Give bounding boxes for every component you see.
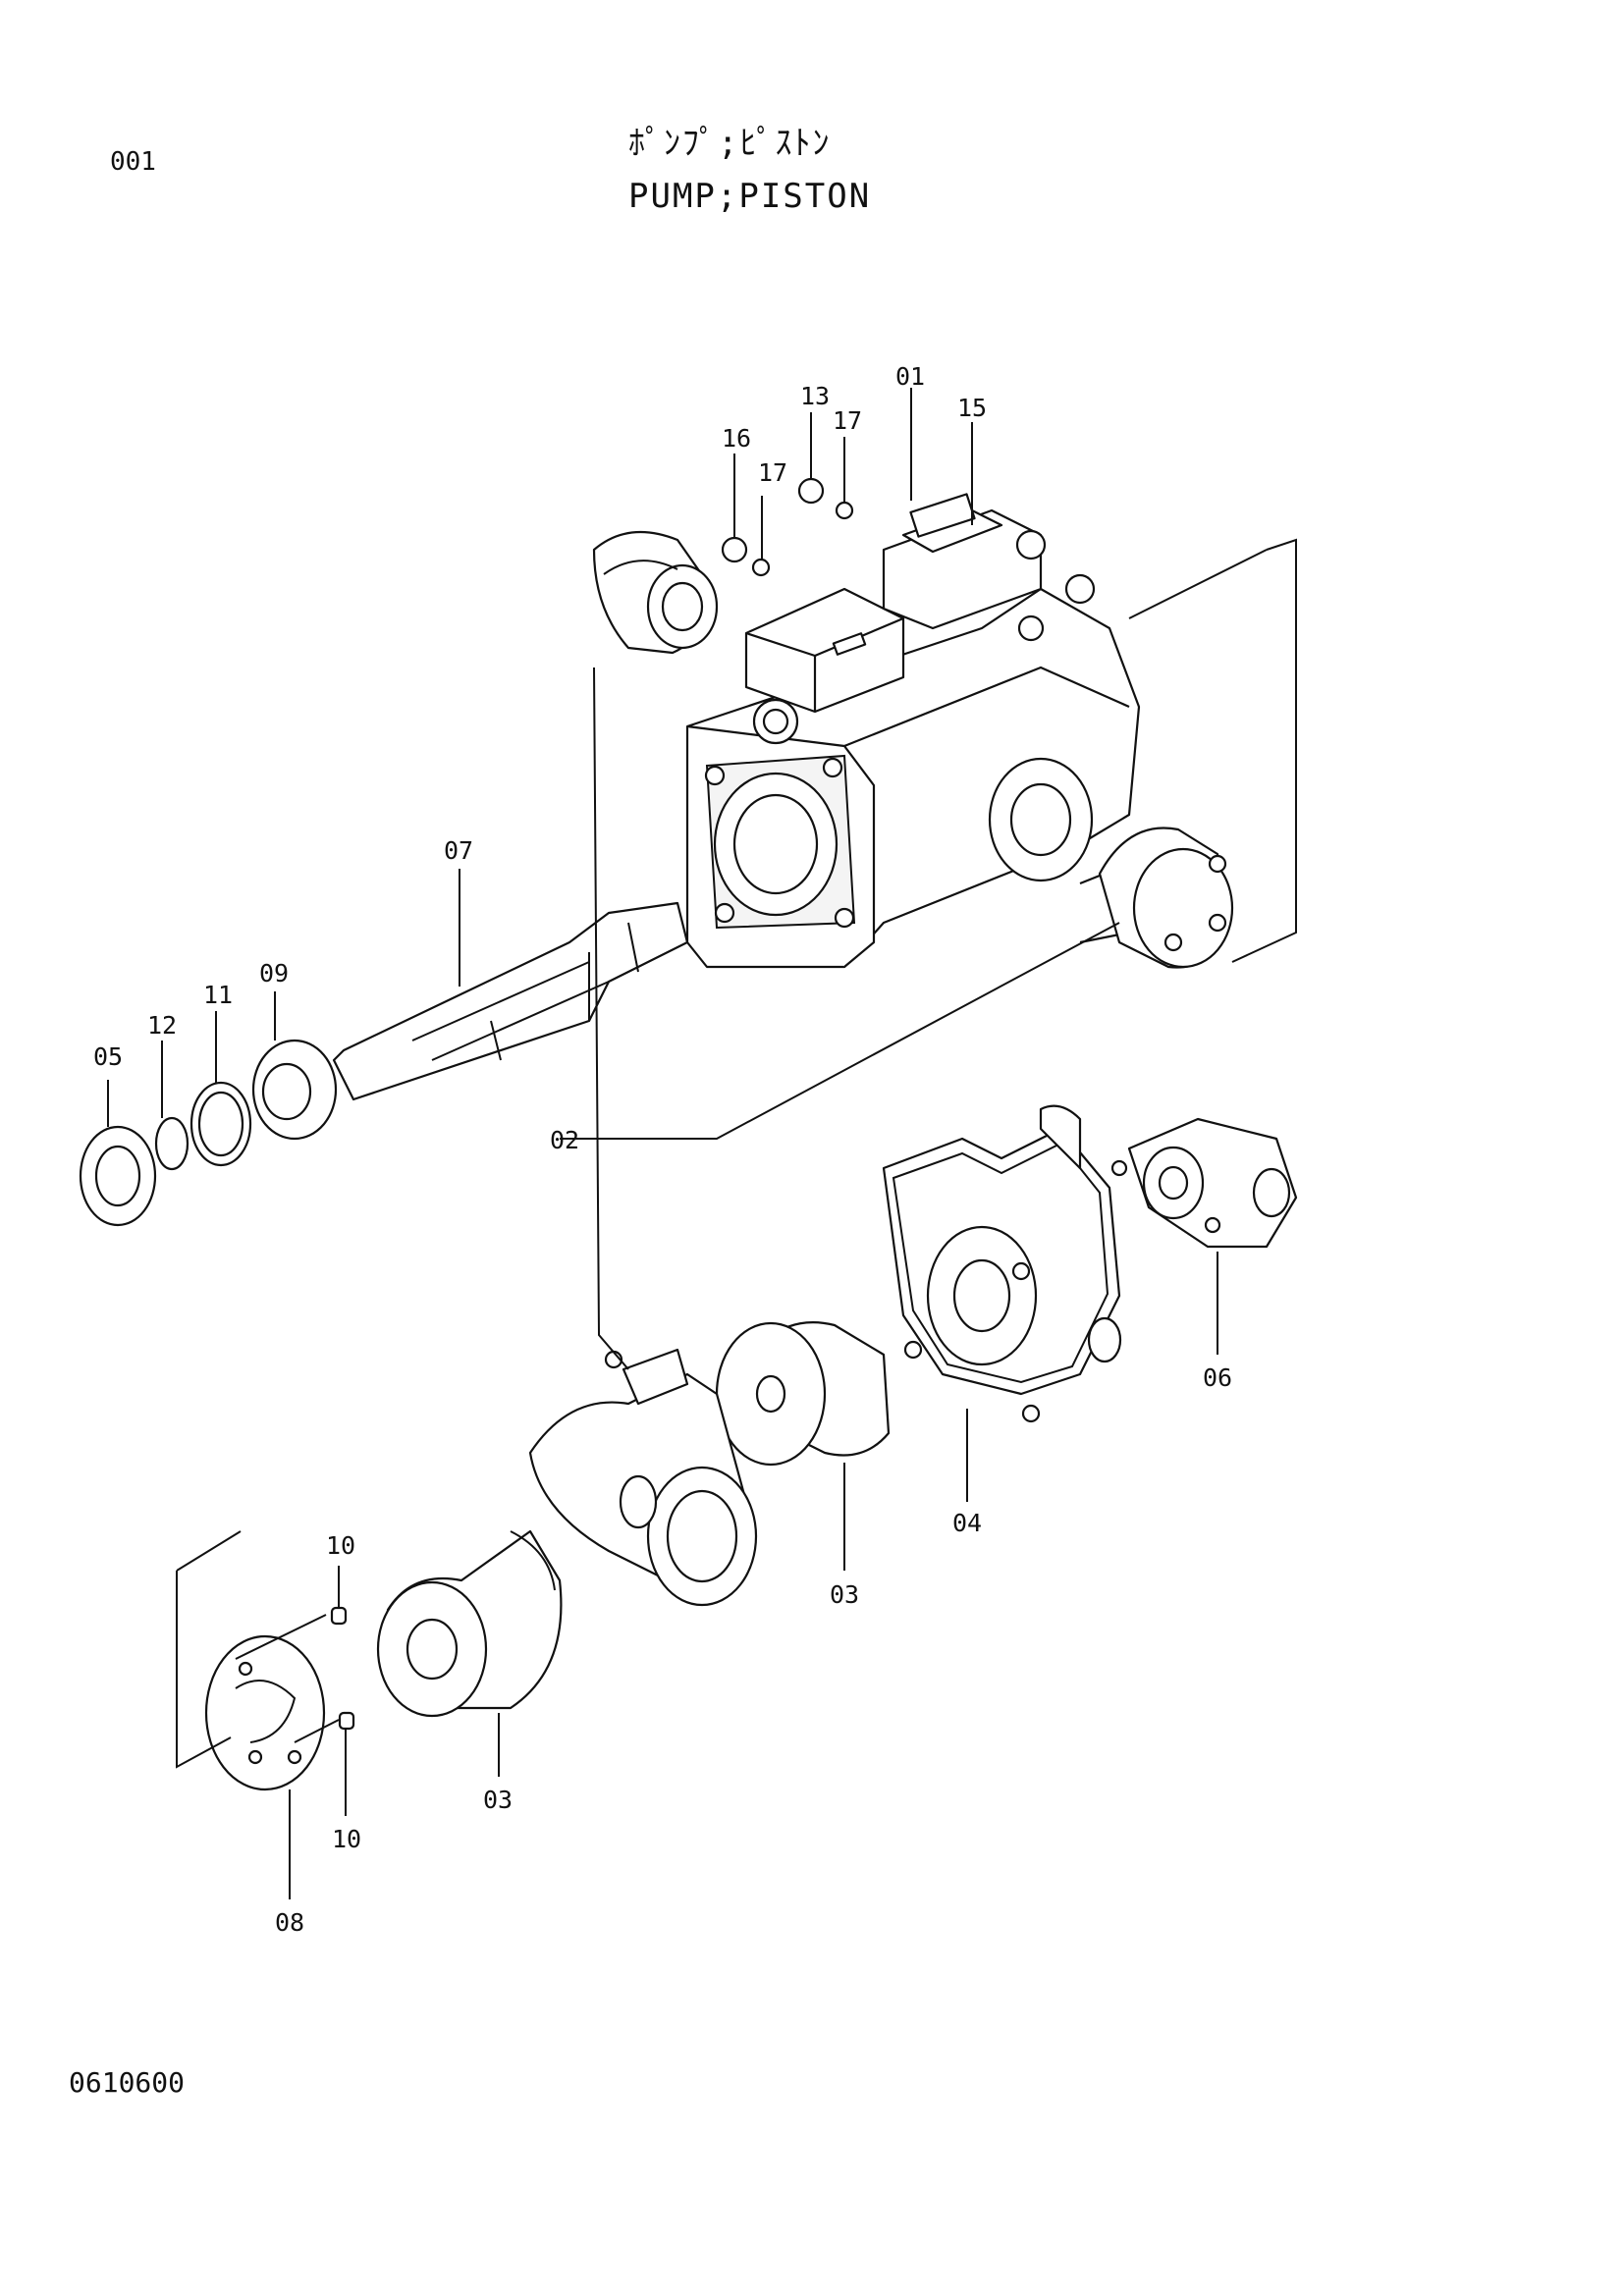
title-english: PUMP;PISTON bbox=[628, 177, 872, 216]
gear-pump bbox=[1110, 1117, 1298, 1249]
snap-ring bbox=[154, 1116, 189, 1171]
callout-15: 15 bbox=[957, 394, 987, 422]
drive-shaft bbox=[332, 901, 689, 1101]
callout-01: 01 bbox=[895, 362, 925, 391]
bearing bbox=[251, 1039, 338, 1141]
callout-06: 06 bbox=[1203, 1363, 1232, 1392]
callout-10-lower: 10 bbox=[332, 1825, 361, 1853]
callout-02: 02 bbox=[550, 1126, 579, 1154]
callout-07: 07 bbox=[444, 836, 473, 865]
cylinder-block-lower bbox=[376, 1529, 563, 1718]
callout-16: 16 bbox=[722, 424, 751, 453]
valve-block bbox=[882, 1104, 1122, 1423]
small-screws bbox=[721, 477, 854, 577]
end-cover bbox=[1098, 827, 1234, 969]
callout-05: 05 bbox=[93, 1042, 123, 1071]
cylinder-block-upper bbox=[715, 1321, 891, 1467]
oil-seal bbox=[79, 1125, 157, 1227]
callout-03-lower: 03 bbox=[483, 1786, 513, 1814]
page-number: 001 bbox=[110, 147, 156, 177]
callout-09: 09 bbox=[259, 959, 289, 988]
drawing-code: 0610600 bbox=[69, 2066, 186, 2099]
callout-04: 04 bbox=[952, 1509, 982, 1537]
leader-lines bbox=[107, 388, 1297, 1899]
callout-17-left: 17 bbox=[758, 458, 787, 487]
callout-11: 11 bbox=[203, 981, 233, 1009]
plug-assembly bbox=[592, 530, 719, 655]
callout-12: 12 bbox=[147, 1011, 177, 1040]
swash-plate bbox=[528, 1348, 758, 1607]
title-japanese: ﾎﾟﾝﾌﾟ;ﾋﾟｽﾄﾝ bbox=[628, 124, 832, 163]
retaining-ring bbox=[189, 1081, 252, 1167]
callout-13: 13 bbox=[800, 382, 830, 410]
callout-10-upper: 10 bbox=[326, 1531, 355, 1560]
pump-housing bbox=[685, 493, 1141, 969]
callout-17-right: 17 bbox=[833, 406, 862, 435]
callout-03-upper: 03 bbox=[830, 1580, 859, 1609]
valve-plate bbox=[204, 1634, 326, 1791]
pins bbox=[330, 1606, 355, 1731]
callout-labels: 01 02 03 03 04 05 06 07 08 09 10 10 11 1… bbox=[93, 362, 1232, 1937]
callout-08: 08 bbox=[275, 1908, 304, 1937]
